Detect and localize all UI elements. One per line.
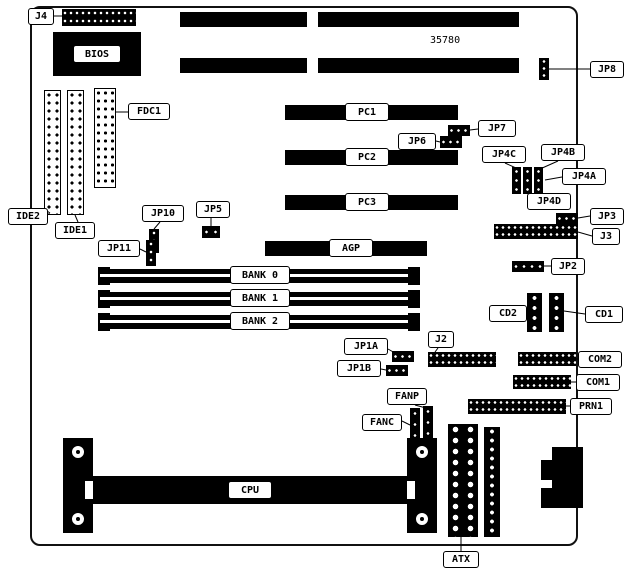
cd2-connector bbox=[527, 293, 542, 332]
j4-connector bbox=[62, 9, 136, 26]
jp1a-label: JP1A bbox=[344, 338, 388, 355]
jp4d-label: JP4D bbox=[527, 193, 571, 210]
part-number-text: 35780 bbox=[430, 35, 461, 46]
j3-connector bbox=[494, 224, 578, 239]
atx-connector bbox=[448, 424, 478, 537]
com2-label: COM2 bbox=[578, 351, 622, 368]
fanp-connector bbox=[423, 406, 433, 440]
ps2-port-stack bbox=[552, 447, 583, 460]
com1-connector bbox=[513, 375, 571, 389]
jp4b-label: JP4B bbox=[541, 144, 585, 161]
cpu-slot-notch-left bbox=[85, 481, 93, 499]
j4-label: J4 bbox=[28, 8, 54, 25]
board-outline bbox=[30, 6, 578, 546]
isa-slot-top-right bbox=[318, 12, 519, 27]
ps2-port-stack bbox=[552, 480, 583, 488]
screw-hole-icon bbox=[415, 512, 429, 526]
jp10-label: JP10 bbox=[142, 205, 184, 222]
bank0-label: BANK 0 bbox=[230, 266, 290, 284]
jp11-jumper bbox=[146, 240, 156, 266]
jp4-jumper-3 bbox=[534, 167, 543, 194]
jp7-jumper bbox=[448, 125, 470, 136]
pc3-label: PC3 bbox=[345, 193, 389, 211]
ps2-port-stack bbox=[541, 460, 583, 480]
power-header-strip bbox=[484, 427, 500, 537]
j2-connector bbox=[428, 352, 496, 367]
jp8-jumper bbox=[539, 58, 549, 80]
isa-slot-bottom-left bbox=[180, 58, 307, 73]
jp11-label: JP11 bbox=[98, 240, 140, 257]
fanc-connector bbox=[410, 408, 420, 442]
screw-hole-icon bbox=[71, 445, 85, 459]
cd1-label: CD1 bbox=[585, 306, 623, 323]
fdc1-label: FDC1 bbox=[128, 103, 170, 120]
j2-label: J2 bbox=[428, 331, 454, 348]
jp8-label: JP8 bbox=[590, 61, 624, 78]
jp4-jumper-2 bbox=[523, 167, 532, 194]
bank2-clip-right bbox=[408, 313, 420, 331]
screw-hole-icon bbox=[415, 445, 429, 459]
j3-label: J3 bbox=[592, 228, 620, 245]
com2-connector bbox=[518, 352, 576, 366]
bank0-clip-right bbox=[408, 267, 420, 285]
bank1-label: BANK 1 bbox=[230, 289, 290, 307]
fanc-label: FANC bbox=[362, 414, 402, 431]
ide1-label: IDE1 bbox=[55, 222, 95, 239]
fdc1-connector bbox=[94, 88, 116, 188]
prn1-label: PRN1 bbox=[570, 398, 612, 415]
cpu-slot-notch-right bbox=[407, 481, 415, 499]
pc2-label: PC2 bbox=[345, 148, 389, 166]
isa-slot-top-left bbox=[180, 12, 307, 27]
jp1b-jumper bbox=[386, 365, 408, 376]
com1-label: COM1 bbox=[576, 374, 620, 391]
jp4-jumper-1 bbox=[512, 167, 521, 194]
jp2-connector bbox=[512, 261, 544, 272]
cpu-label: CPU bbox=[228, 481, 272, 499]
jp5-label: JP5 bbox=[196, 201, 230, 218]
jp1a-jumper bbox=[392, 351, 414, 362]
cpu-bracket-right bbox=[407, 438, 437, 533]
jp5-jumper bbox=[202, 226, 220, 238]
bank2-label: BANK 2 bbox=[230, 312, 290, 330]
ide1-connector bbox=[67, 90, 84, 215]
agp-label: AGP bbox=[329, 239, 373, 257]
jp6-label: JP6 bbox=[398, 133, 436, 150]
fanp-label: FANP bbox=[387, 388, 427, 405]
cd1-connector bbox=[549, 293, 564, 332]
jp4c-label: JP4C bbox=[482, 146, 526, 163]
cd2-label: CD2 bbox=[489, 305, 527, 322]
bios-label: BIOS bbox=[73, 45, 121, 63]
pc1-label: PC1 bbox=[345, 103, 389, 121]
atx-label: ATX bbox=[443, 551, 479, 568]
jp4a-label: JP4A bbox=[562, 168, 606, 185]
prn1-connector bbox=[468, 399, 566, 414]
ide2-connector bbox=[44, 90, 61, 215]
jp3-jumper bbox=[556, 213, 578, 224]
jp7-label: JP7 bbox=[478, 120, 516, 137]
jp3-label: JP3 bbox=[590, 208, 624, 225]
jp1b-label: JP1B bbox=[337, 360, 381, 377]
bank1-clip-right bbox=[408, 290, 420, 308]
screw-hole-icon bbox=[71, 512, 85, 526]
isa-slot-bottom-right bbox=[318, 58, 519, 73]
ps2-port-stack bbox=[541, 488, 583, 508]
jp2-label: JP2 bbox=[551, 258, 585, 275]
jp6-jumper bbox=[440, 136, 462, 148]
ide2-label: IDE2 bbox=[8, 208, 48, 225]
